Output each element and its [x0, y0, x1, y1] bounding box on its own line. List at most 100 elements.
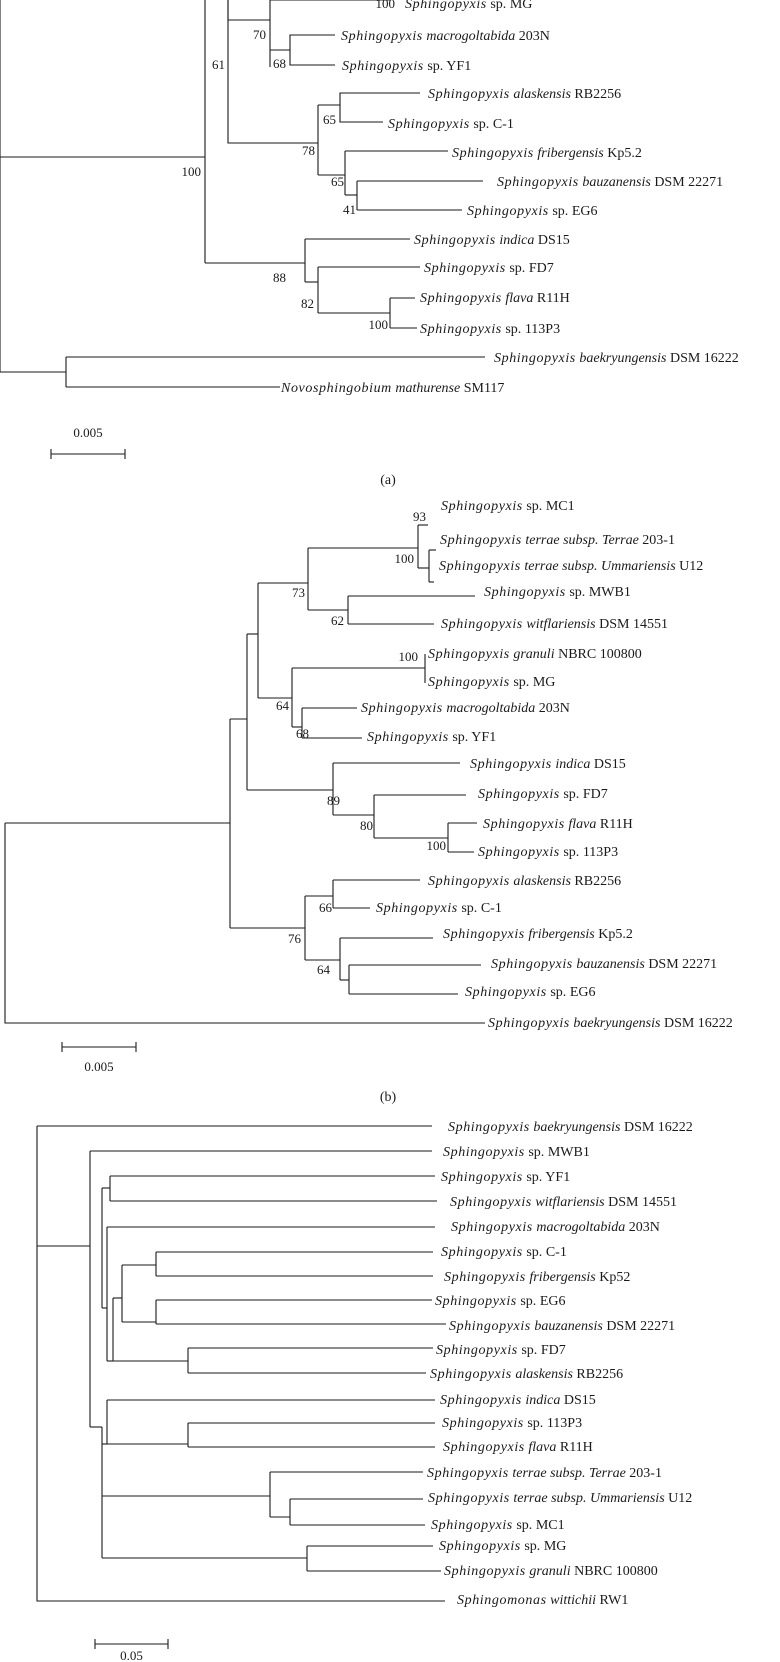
taxon-epithet: terrae subsp. Terrae — [512, 1466, 625, 1481]
taxon-strain: R11H — [600, 817, 633, 832]
bootstrap-value: 100 — [399, 649, 419, 664]
taxon-label: Sphingopyxis fribergensis Kp5.2 — [443, 927, 633, 942]
taxon-epithet: sp. — [490, 0, 506, 12]
taxon-label: Sphingopyxis sp. FD7 — [424, 261, 554, 276]
taxon-epithet: granuli — [513, 647, 554, 662]
tree-branch — [227, 0, 318, 144]
taxon-strain: 203-1 — [642, 533, 675, 548]
bootstrap-value: 93 — [413, 509, 426, 524]
taxon-genus: Sphingopyxis — [420, 291, 502, 306]
taxon-label: Sphingopyxis macrogoltabida 203N — [341, 29, 550, 44]
taxon-label: Sphingopyxis sp. YF1 — [441, 1170, 570, 1185]
taxon-label: Novosphingobium mathurense SM117 — [280, 381, 504, 396]
taxon-genus: Sphingopyxis — [428, 87, 510, 102]
taxon-strain: EG6 — [572, 204, 598, 219]
bootstrap-value: 61 — [212, 57, 225, 72]
taxon-epithet: sp. — [526, 1170, 542, 1185]
taxon-epithet: sp. — [513, 675, 529, 690]
taxon-label: Sphingopyxis flava R11H — [483, 817, 633, 832]
taxon-epithet: alaskensis — [513, 87, 571, 102]
taxon-label: Sphingopyxis bauzanensis DSM 22271 — [449, 1319, 675, 1334]
taxon-genus: Sphingopyxis — [428, 1491, 510, 1506]
taxon-label: Sphingopyxis fribergensis Kp5.2 — [452, 146, 642, 161]
bootstrap-value: 80 — [360, 818, 373, 833]
taxon-strain: MC1 — [536, 1518, 565, 1533]
taxon-strain: DSM 14551 — [608, 1195, 677, 1210]
bootstrap-value: 100 — [395, 551, 415, 566]
taxon-strain: MG — [533, 675, 556, 690]
tree-branch — [36, 1126, 445, 1602]
taxon-label: Sphingopyxis sp. EG6 — [435, 1294, 565, 1309]
taxon-epithet: flava — [528, 1440, 556, 1455]
taxon-genus: Sphingopyxis — [452, 146, 534, 161]
taxon-strain: DSM 16222 — [664, 1016, 733, 1031]
tree-branch — [0, 0, 66, 373]
taxon-epithet: alaskensis — [515, 1367, 573, 1382]
taxon-genus: Sphingopyxis — [441, 1245, 523, 1260]
taxon-epithet: witflariensis — [535, 1195, 605, 1210]
taxon-genus: Sphingopyxis — [467, 204, 549, 219]
taxon-epithet: sp. — [452, 730, 468, 745]
bootstrap-value: 65 — [331, 174, 344, 189]
taxon-epithet: sp. — [516, 1518, 532, 1533]
taxon-genus: Novosphingobium — [280, 381, 392, 396]
taxon-strain: FD7 — [583, 787, 608, 802]
taxon-epithet: granuli — [529, 1564, 570, 1579]
taxon-strain: DSM 22271 — [654, 175, 723, 190]
taxon-genus: Sphingopyxis — [436, 1343, 518, 1358]
taxon-strain: DSM 22271 — [648, 957, 717, 972]
taxon-label: Sphingopyxis indica DS15 — [440, 1393, 596, 1408]
taxon-strain: U12 — [679, 559, 703, 574]
taxon-label: Sphingopyxis macrogoltabida 203N — [361, 701, 570, 716]
taxon-label: Sphingopyxis terrae subsp. Terrae 203-1 — [427, 1466, 662, 1481]
taxon-label: Sphingopyxis baekryungensis DSM 16222 — [448, 1120, 693, 1135]
taxon-strain: DSM 22271 — [606, 1319, 675, 1334]
taxon-strain: 113P3 — [583, 845, 618, 860]
taxon-label: Sphingopyxis terrae subsp. Ummariensis U… — [428, 1491, 692, 1506]
taxon-strain: DSM 14551 — [599, 617, 668, 632]
taxon-genus: Sphingopyxis — [444, 1270, 526, 1285]
taxon-genus: Sphingopyxis — [451, 1220, 533, 1235]
taxon-strain: EG6 — [570, 985, 596, 1000]
bootstrap-value: 78 — [302, 143, 315, 158]
taxon-genus: Sphingopyxis — [497, 175, 579, 190]
taxon-label: Sphingopyxis sp. EG6 — [467, 204, 597, 219]
taxon-strain: U12 — [668, 1491, 692, 1506]
taxon-epithet: indica — [555, 757, 590, 772]
taxon-label: Sphingopyxis alaskensis RB2256 — [430, 1367, 623, 1382]
tree-branch — [227, 0, 271, 21]
taxon-epithet: alaskensis — [513, 874, 571, 889]
bootstrap-value: 64 — [276, 698, 290, 713]
tree-branch — [339, 105, 383, 123]
taxon-label: Sphingomonas wittichii RW1 — [457, 1593, 628, 1608]
taxon-genus: Sphingopyxis — [488, 1016, 570, 1031]
taxon-label: Sphingopyxis indica DS15 — [414, 233, 570, 248]
taxon-strain: 203N — [539, 701, 570, 716]
taxon-genus: Sphingopyxis — [439, 559, 521, 574]
bootstrap-value: 73 — [292, 585, 305, 600]
taxon-label: Sphingopyxis macrogoltabida 203N — [451, 1220, 660, 1235]
taxon-epithet: witflariensis — [526, 617, 596, 632]
taxon-epithet: sp. — [509, 261, 525, 276]
taxon-label: Sphingopyxis terrae subsp. Ummariensis U… — [439, 559, 703, 574]
taxon-genus: Sphingopyxis — [428, 675, 510, 690]
taxon-genus: Sphingopyxis — [465, 985, 547, 1000]
taxon-genus: Sphingopyxis — [428, 647, 510, 662]
taxon-epithet: sp. — [526, 1245, 542, 1260]
bootstrap-value: 65 — [323, 112, 336, 127]
taxon-label: Sphingopyxis indica DS15 — [470, 757, 626, 772]
taxon-genus: Sphingopyxis — [484, 585, 566, 600]
taxon-label: Sphingopyxis sp. MWB1 — [443, 1145, 590, 1160]
taxon-genus: Sphingopyxis — [450, 1195, 532, 1210]
tree-branch — [289, 50, 335, 66]
bootstrap-value: 100 — [369, 317, 389, 332]
taxon-strain: 203N — [629, 1220, 660, 1235]
taxon-genus: Sphingopyxis — [443, 1440, 525, 1455]
taxon-genus: Sphingopyxis — [342, 59, 424, 74]
taxon-label: Sphingopyxis sp. C-1 — [388, 117, 514, 132]
tree-branch — [318, 92, 420, 106]
taxon-genus: Sphingopyxis — [491, 957, 573, 972]
taxon-genus: Sphingopyxis — [435, 1294, 517, 1309]
bootstrap-value: 64 — [317, 962, 331, 977]
taxon-strain: RB2256 — [574, 874, 621, 889]
